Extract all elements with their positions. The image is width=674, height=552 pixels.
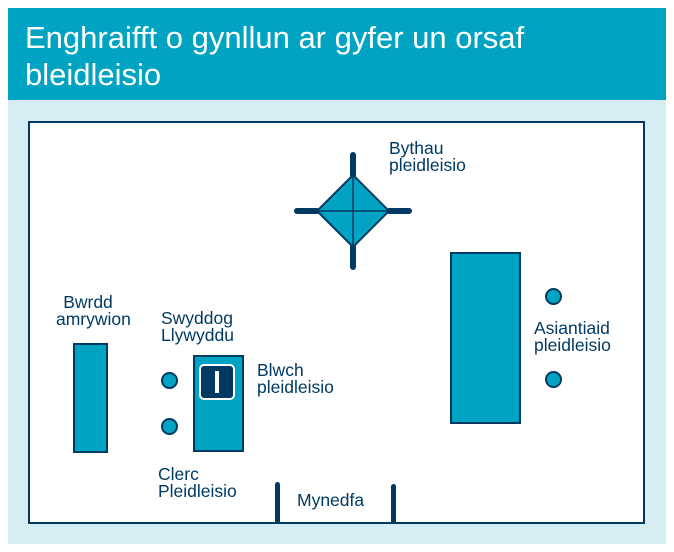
ballot-box-label: Blwch pleidleisio — [257, 360, 334, 397]
header-banner: Enghraifft o gynllun ar gyfer un orsaf b… — [8, 8, 666, 100]
polling-agents-table — [450, 252, 521, 424]
presiding-officer-seat — [161, 372, 178, 389]
misc-table-label: Bwrdd amrywion — [56, 292, 131, 329]
presiding-officer-label: Swyddog Llywyddu — [161, 308, 234, 345]
entrance-right-post — [391, 484, 396, 524]
ballot-box — [199, 364, 235, 400]
polling-agent-seat-1 — [545, 288, 562, 305]
misc-table — [73, 343, 108, 453]
polling-agents-label: Asiantiaid pleidleisio — [534, 318, 611, 355]
entrance-label: Mynedfa — [297, 490, 365, 510]
voting-booths — [294, 152, 412, 270]
page-title: Enghraifft o gynllun ar gyfer un orsaf b… — [25, 20, 525, 92]
poll-clerk-seat — [161, 418, 178, 435]
entrance-left-post — [275, 482, 280, 524]
booths-label: Bythau pleidleisio — [389, 138, 466, 175]
polling-agent-seat-2 — [545, 371, 562, 388]
floor-plan — [28, 121, 645, 524]
poll-clerk-label: Clerc Pleidleisio — [158, 464, 237, 501]
